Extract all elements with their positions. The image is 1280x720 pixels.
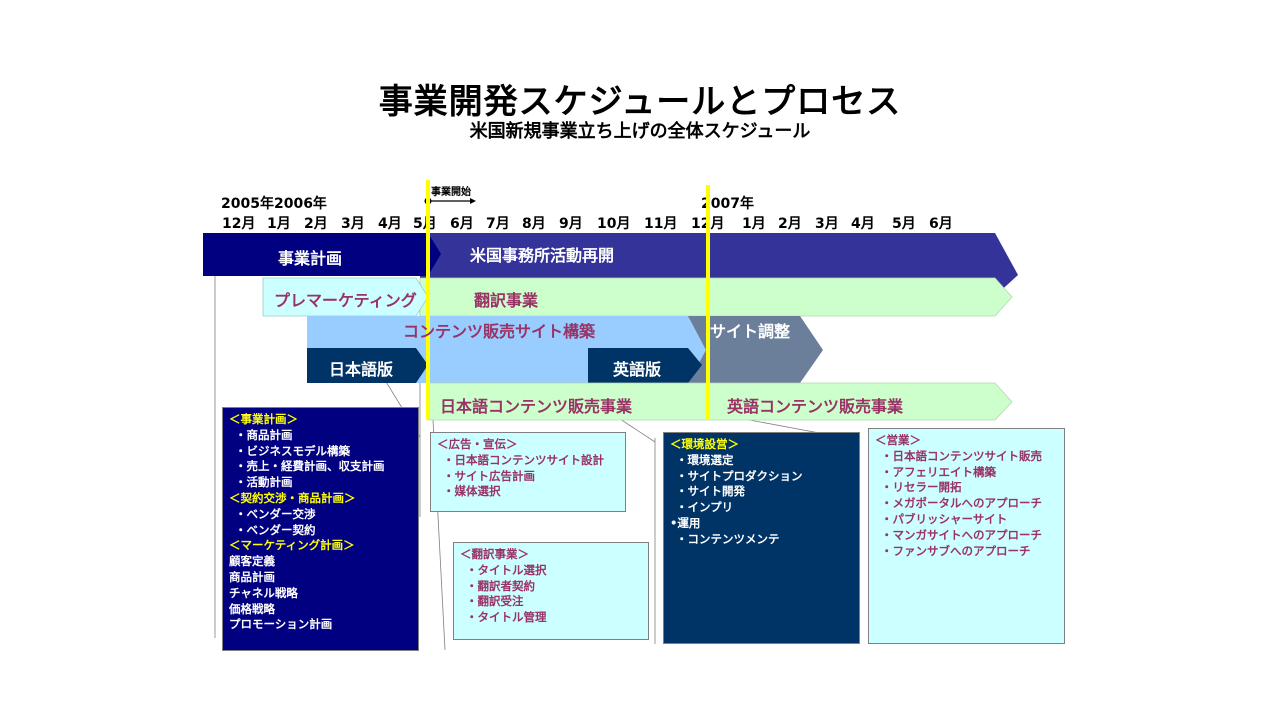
box-line: ・サイトプロダクション <box>676 468 803 483</box>
box-line: ・ビジネスモデル構築 <box>235 443 350 458</box>
box-line: ・商品計画 <box>235 427 293 442</box>
jp-content-sales-label: 日本語コンテンツ販売事業 <box>440 397 633 416</box>
month-label: 4月 <box>851 216 875 232</box>
box-line: ・活動計画 <box>235 475 293 490</box>
pre-marketing-label: プレマーケティング <box>274 291 417 310</box>
month-label: 2月 <box>778 216 802 232</box>
month-label: 9月 <box>559 216 583 232</box>
box-line: ・パブリッシャーサイト <box>881 511 1008 526</box>
month-label: 12月 <box>222 216 256 232</box>
month-label: 1月 <box>267 216 291 232</box>
japanese-version-bar <box>307 348 428 383</box>
box-line: ・タイトル選択 <box>466 562 547 577</box>
month-label: 2月 <box>304 216 328 232</box>
month-label: 4月 <box>378 216 402 232</box>
box-line: •運用 <box>670 515 701 530</box>
month-label: 5月 <box>892 216 916 232</box>
en-content-sales-label: 英語コンテンツ販売事業 <box>727 397 904 416</box>
box-line: 顧客定義 <box>229 554 275 569</box>
box-line: ・日本語コンテンツサイト設計 <box>443 452 604 467</box>
box-line: チャネル戦略 <box>229 585 298 600</box>
box-line: ＜契約交渉・商品計画＞ <box>229 490 356 505</box>
environment-detail-box: ＜環境設営＞・環境選定・サイトプロダクション・サイト開発・インプリ•運用・コンテ… <box>663 432 860 644</box>
box-line: ・タイトル管理 <box>466 610 547 625</box>
month-label: 10月 <box>597 216 631 232</box>
site-build-label: コンテンツ販売サイト構築 <box>403 322 596 341</box>
box-line: プロモーション計画 <box>229 617 333 632</box>
site-adjust-bar <box>683 316 823 383</box>
business-plan-bar <box>203 233 441 276</box>
business-plan-label: 事業計画 <box>278 249 343 268</box>
translation-detail-box: ＜翻訳事業＞・タイトル選択・翻訳者契約・翻訳受注・タイトル管理 <box>453 542 649 640</box>
box-line: ・マンガサイトへのアプローチ <box>881 527 1042 542</box>
page-title: 事業開発スケジュールとプロセス <box>378 82 902 122</box>
box-line: ＜翻訳事業＞ <box>460 547 529 561</box>
month-label: 6月 <box>450 216 474 232</box>
box-line: ・コンテンツメンテ <box>676 531 780 546</box>
month-label: 8月 <box>522 216 546 232</box>
month-label: 5月 <box>413 216 437 232</box>
year-label-2005-2006: 2005年2006年 <box>221 196 327 212</box>
month-label: 6月 <box>929 216 953 232</box>
box-line: ＜環境設営＞ <box>670 437 739 451</box>
sales-detail-box: ＜営業＞・日本語コンテンツサイト販売・アフェリエイト構築・リセラー開拓・メガポー… <box>868 428 1065 644</box>
advertising-detail-box: ＜広告・宣伝＞・日本語コンテンツサイト設計・サイト広告計画・媒体選択 <box>430 432 626 512</box>
box-line: ・日本語コンテンツサイト販売 <box>881 448 1042 463</box>
site-adjust-label: サイト調整 <box>710 322 791 341</box>
english-version-bar <box>588 348 702 383</box>
us-office-label: 米国事務所活動再開 <box>470 246 615 265</box>
box-line: ・翻訳受注 <box>466 594 524 609</box>
box-line: ・環境選定 <box>676 452 734 467</box>
box-line: 価格戦略 <box>229 601 275 616</box>
box-line: ・メガポータルへのアプローチ <box>881 496 1042 511</box>
box-line: ＜営業＞ <box>875 433 921 447</box>
box-line: ・ファンサブへのアプローチ <box>881 543 1031 558</box>
box-line: ・ベンダー契約 <box>235 522 316 537</box>
box-line: ・売上・経費計画、収支計画 <box>235 459 385 474</box>
box-line: ・リセラー開拓 <box>881 480 962 495</box>
box-line: ・サイト開発 <box>676 484 745 499</box>
box-line: ・アフェリエイト構築 <box>881 464 996 479</box>
box-line: ・媒体選択 <box>443 484 501 499</box>
month-label: 11月 <box>644 216 678 232</box>
month-label: 1月 <box>742 216 766 232</box>
translation-label: 翻訳事業 <box>474 291 539 310</box>
month-label: 7月 <box>486 216 510 232</box>
english-version-label: 英語版 <box>613 360 662 379</box>
box-line: ＜マーケティング計画＞ <box>229 538 355 553</box>
box-line: ・翻訳者契約 <box>466 578 535 593</box>
box-line: ・ベンダー交渉 <box>235 506 316 521</box>
pre-marketing-bar <box>262 277 429 317</box>
business-start-label: 事業開始 <box>431 187 471 198</box>
box-line: ＜広告・宣伝＞ <box>437 437 518 451</box>
box-line: 商品計画 <box>229 569 275 584</box>
japanese-version-label: 日本語版 <box>329 360 394 379</box>
month-label: 3月 <box>341 216 365 232</box>
box-line: ・サイト広告計画 <box>443 468 535 483</box>
box-line: ・インプリ <box>676 500 734 515</box>
year-label-2007: 2007年 <box>701 196 754 212</box>
box-line: ＜事業計画＞ <box>229 412 298 426</box>
month-label: 3月 <box>815 216 839 232</box>
start-marker-arrowhead <box>470 198 476 204</box>
business-plan-detail-box: ＜事業計画＞・商品計画・ビジネスモデル構築・売上・経費計画、収支計画・活動計画＜… <box>222 407 419 651</box>
page-subtitle: 米国新規事業立ち上げの全体スケジュール <box>469 121 811 142</box>
